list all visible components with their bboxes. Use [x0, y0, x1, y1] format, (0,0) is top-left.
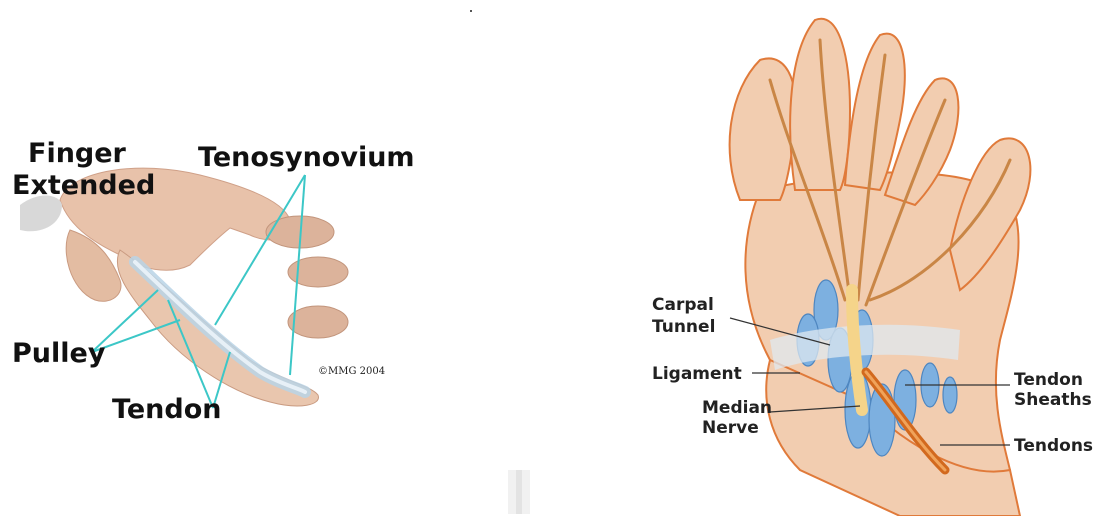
- label-carpal: Carpal: [652, 295, 714, 315]
- label-tenosynovium: Tenosynovium: [198, 142, 415, 173]
- decorative-dot: [470, 10, 472, 12]
- label-finger: Finger: [28, 138, 127, 169]
- right-hand-figure: [730, 19, 1031, 516]
- label-ligament: Ligament: [652, 364, 742, 384]
- curled-finger-3: [288, 306, 348, 338]
- decorative-bar-inner: [516, 470, 522, 514]
- label-sheaths: Sheaths: [1014, 390, 1092, 410]
- label-tendon-left: Tendon: [112, 394, 221, 425]
- copyright-text: ©MMG 2004: [318, 366, 385, 377]
- label-median: Median: [702, 398, 772, 418]
- label-tendons: Tendons: [1014, 436, 1093, 456]
- left-hand-figure: [20, 168, 348, 406]
- label-extended: Extended: [12, 170, 155, 201]
- label-nerve: Nerve: [702, 418, 759, 438]
- label-tunnel: Tunnel: [652, 317, 715, 337]
- label-tendon-right: Tendon: [1014, 370, 1083, 390]
- label-pulley: Pulley: [12, 338, 106, 369]
